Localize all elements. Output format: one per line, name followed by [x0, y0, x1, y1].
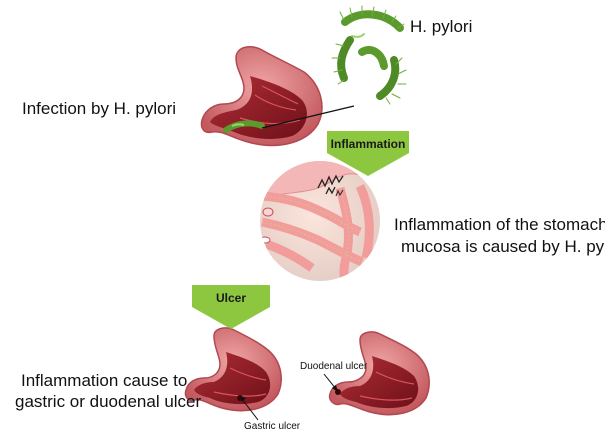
- duodenal-ulcer-label: Duodenal ulcer: [300, 361, 368, 372]
- bacteria-icon: [331, 5, 407, 105]
- down-arrow-icon: [327, 131, 409, 176]
- infection-label: Infection by H. pylori: [22, 99, 177, 118]
- cause-caption-line2: gastric or duodenal ulcer: [15, 392, 202, 411]
- cause-caption-line1: Inflammation cause to: [21, 371, 188, 390]
- ulcer-arrow-label: Ulcer: [215, 291, 247, 305]
- inflammation-arrow: Inflammation: [327, 131, 409, 176]
- stomach-top: [200, 45, 323, 147]
- gastric-ulcer-label: Gastric ulcer: [244, 421, 301, 432]
- inflammation-arrow-label: Inflammation: [330, 137, 406, 151]
- stomach-duodenal: [328, 331, 430, 416]
- down-arrow-icon: [192, 285, 270, 329]
- stomach-gastric: [184, 327, 282, 412]
- h-pylori-label: H. pylori: [410, 17, 473, 36]
- mucosa-caption-line1: Inflammation of the stomach: [394, 215, 605, 234]
- ulcer-arrow: Ulcer: [192, 285, 270, 329]
- mucosa-illustration: [260, 161, 380, 281]
- mucosa-caption-line2: mucosa is caused by H. pylori: [401, 237, 605, 256]
